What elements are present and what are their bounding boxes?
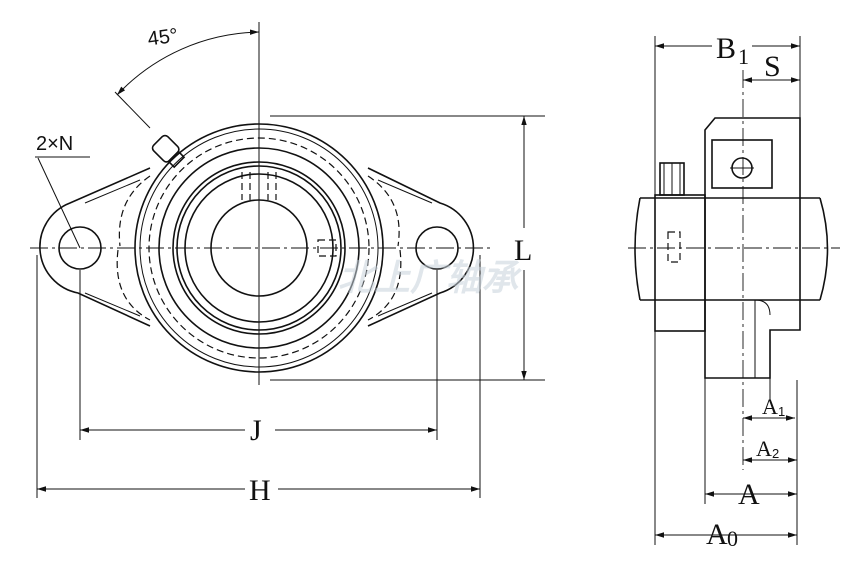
dim-S-label: S <box>764 50 781 83</box>
dim-B1-sub: 1 <box>738 44 749 69</box>
flange-outline <box>39 167 475 327</box>
dim-A1-sub: 1 <box>778 404 785 419</box>
housing-body <box>704 117 801 379</box>
dim-A0-label: A <box>706 518 728 551</box>
angle-arc <box>116 29 260 96</box>
front-view <box>30 22 545 498</box>
dim-A1-label: A <box>762 394 778 419</box>
holes-label: 2×N <box>36 133 73 155</box>
side-view <box>628 36 840 545</box>
dim-L-label: L <box>514 234 532 267</box>
dim-H-label: H <box>249 474 271 507</box>
dim-A2-label: A <box>756 436 772 461</box>
shaft <box>640 197 820 301</box>
dim-A0-sub: 0 <box>727 526 738 551</box>
grease-nipple <box>151 134 186 169</box>
dim-J-label: J <box>250 414 262 447</box>
angle-label: 45° <box>146 25 179 51</box>
watermark: 北上广轴承 <box>338 258 522 299</box>
dim-A-label: A <box>738 478 760 511</box>
dim-A2-sub: 2 <box>772 446 779 461</box>
dim-B1-label: B <box>716 32 736 65</box>
